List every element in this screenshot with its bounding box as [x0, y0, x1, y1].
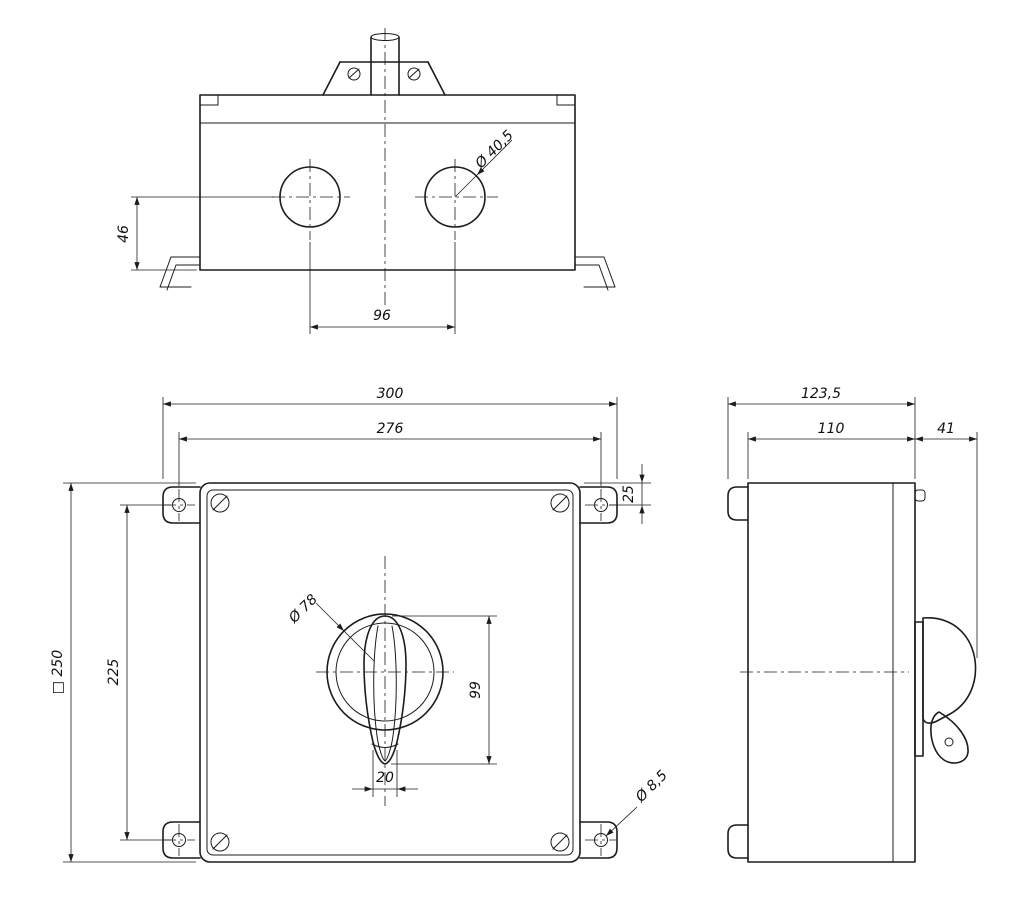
handle-grip [363, 615, 407, 765]
dimension-20: 20 [352, 750, 418, 797]
dimension-225: 225 [106, 504, 171, 841]
top-view-wall-flanges [159, 256, 616, 291]
dim-label-225: 225 [106, 659, 122, 686]
mounting-tabs [162, 486, 618, 859]
dimension-110: 110 [747, 421, 915, 479]
dim-label-99: 99 [468, 681, 484, 699]
side-handle-pin [944, 737, 954, 747]
dim-label-41: 41 [937, 421, 955, 437]
bracket-screw-left [347, 67, 361, 81]
side-view-rotary-handle [914, 617, 977, 764]
side-view-mounting-tabs [727, 486, 749, 859]
dimension-123-5: 123,5 [727, 386, 916, 479]
top-view-enclosure-outline [199, 94, 576, 271]
dim-label-78: Ø 78 [285, 591, 321, 627]
lid-corner-screws [210, 493, 570, 852]
dim-label-46: 46 [116, 225, 132, 243]
dimension-handle-diameter-78: Ø 78 [285, 591, 375, 662]
dim-label-276: 276 [377, 421, 404, 437]
lid-screw-top-right [550, 493, 570, 513]
dimension-46: 46 [116, 196, 274, 271]
dimension-hole-diameter-40-5: Ø 40,5 [454, 127, 517, 198]
side-handle-knob [922, 617, 977, 724]
front-view-enclosure-body [199, 482, 581, 863]
dimension-25: 25 [584, 464, 651, 524]
side-view: 123,5 110 41 [727, 386, 978, 863]
top-view: 46 96 Ø 40,5 [116, 28, 616, 334]
dimension-96: 96 [309, 242, 456, 334]
dim-label-96: 96 [373, 308, 391, 324]
dim-label-25: 25 [621, 485, 637, 503]
dimension-99: 99 [391, 615, 497, 765]
lid-screw-bottom-right [550, 832, 570, 852]
dim-label-110: 110 [818, 421, 845, 437]
lid-screw-bottom-left [210, 832, 230, 852]
front-view-center-lines [163, 489, 617, 856]
side-view-enclosure-body [747, 482, 926, 863]
dimension-41: 41 [915, 421, 978, 658]
dim-label-8-5: Ø 8,5 [632, 767, 671, 806]
dim-label-123-5: 123,5 [801, 386, 841, 402]
top-view-mounting-bracket [322, 33, 446, 96]
dimension-square-250: □ 250 [50, 482, 196, 863]
top-view-center-lines [272, 28, 498, 307]
dim-label-40-5: Ø 40,5 [472, 127, 517, 172]
dimension-300: 300 [162, 386, 618, 479]
side-handle-lever [930, 711, 969, 764]
dimension-276: 276 [178, 421, 602, 486]
bracket-screw-right [407, 67, 421, 81]
dim-label-250: □ 250 [50, 650, 66, 694]
dim-label-20: 20 [376, 770, 394, 786]
side-view-lid-screw [914, 489, 926, 502]
lid-screw-top-left [210, 493, 230, 513]
front-view: 300 276 □ 250 225 25 [50, 386, 671, 863]
dim-label-300: 300 [377, 386, 404, 402]
